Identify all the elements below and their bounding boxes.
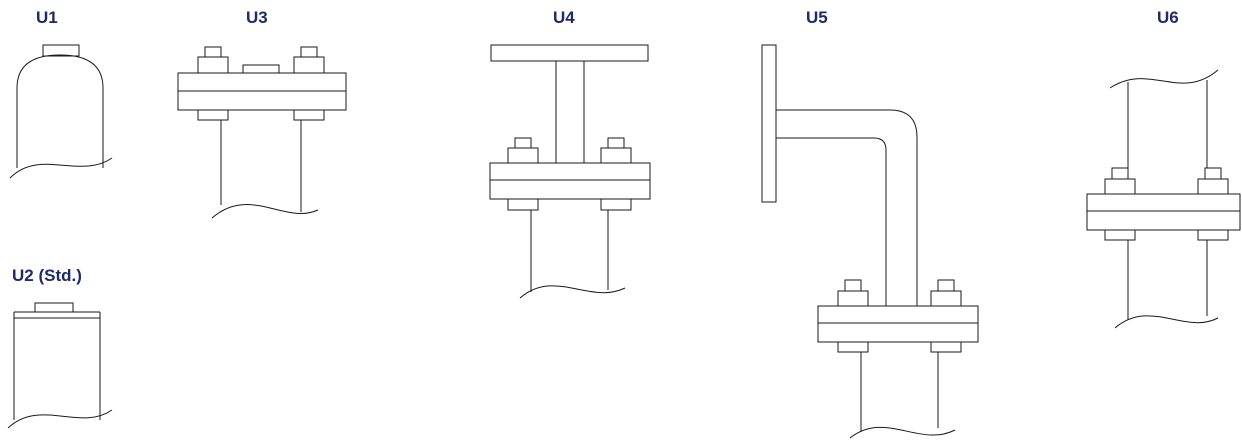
u3-bolt-head-left <box>205 47 221 57</box>
u4-lower-nut-left <box>508 199 538 210</box>
label-u5: U5 <box>806 8 828 27</box>
u1-break-line <box>10 158 112 178</box>
label-u6: U6 <box>1157 8 1179 27</box>
u6-bolt-head-left <box>1112 168 1128 179</box>
u5-elbow-end <box>762 45 978 438</box>
u4-top-plate <box>491 45 648 61</box>
u3-lower-nut-left <box>198 110 228 120</box>
u1-dome-body <box>17 55 103 168</box>
u5-bolt-head-right <box>938 280 954 291</box>
u3-center-cap <box>243 65 279 73</box>
u4-nut-right <box>601 148 631 163</box>
u4-flange-plate <box>490 163 650 199</box>
u2-nut <box>35 303 73 312</box>
u6-nut-right <box>1198 179 1228 194</box>
u2-flat-cap <box>8 303 112 428</box>
u4-nut-left <box>508 148 538 163</box>
u6-lower-nut-left <box>1105 230 1135 240</box>
u5-elbow-outer <box>776 110 917 306</box>
u5-lower-nut-right <box>931 342 961 352</box>
u5-break-line <box>850 427 955 438</box>
label-u2: U2 (Std.) <box>12 266 82 285</box>
u4-lower-nut-right <box>601 199 631 210</box>
u3-nut-right <box>294 57 324 73</box>
u5-bolt-head-left <box>845 280 861 291</box>
label-u4: U4 <box>553 8 575 27</box>
u3-bolt-head-right <box>301 47 317 57</box>
u1-nut <box>43 45 79 56</box>
u5-nut-left <box>838 291 868 306</box>
u5-nut-right <box>931 291 961 306</box>
u3-nut-left <box>198 57 228 73</box>
u6-inline-flange <box>1087 70 1240 328</box>
u5-side-plate <box>762 45 776 202</box>
u6-bottom-break-line <box>1115 316 1218 328</box>
u4-tee-end <box>490 45 650 298</box>
u6-flange-plate <box>1087 194 1240 230</box>
u6-nut-left <box>1105 179 1135 194</box>
u1-domed-cap <box>10 45 112 178</box>
u6-lower-nut-right <box>1198 230 1228 240</box>
u2-break-line <box>8 410 112 428</box>
u4-break-line <box>520 286 625 298</box>
u3-break-line <box>212 205 318 218</box>
u5-flange-plate <box>818 306 978 342</box>
u3-lower-nut-right <box>294 110 324 120</box>
label-u1: U1 <box>36 8 58 27</box>
u6-top-break-line <box>1110 70 1218 88</box>
u4-bolt-head-left <box>515 138 531 148</box>
u5-lower-nut-left <box>838 342 868 352</box>
u5-elbow-inner <box>776 138 886 306</box>
u6-bolt-head-right <box>1205 168 1221 179</box>
label-u3: U3 <box>246 8 268 27</box>
u3-flanged-end <box>178 47 346 218</box>
u4-bolt-head-right <box>608 138 624 148</box>
